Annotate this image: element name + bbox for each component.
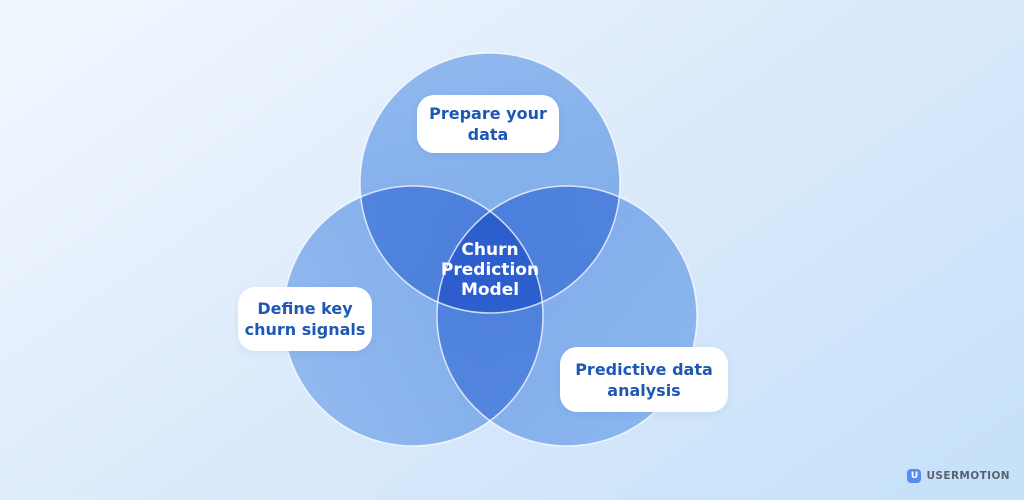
venn-circle-top-outline: [359, 52, 621, 314]
venn-circle-right-outline: [436, 185, 698, 447]
usermotion-logo: U USERMOTION: [907, 469, 1010, 483]
label-prepare-your-data: Prepare your data: [417, 95, 559, 153]
venn-center-label: Churn Prediction Model: [440, 240, 540, 300]
label-predictive-data-analysis: Predictive data analysis: [560, 347, 728, 412]
usermotion-logo-icon: U: [907, 469, 922, 483]
usermotion-logo-text: USERMOTION: [926, 470, 1010, 482]
label-define-key-churn-signals: Define key churn signals: [238, 287, 372, 351]
